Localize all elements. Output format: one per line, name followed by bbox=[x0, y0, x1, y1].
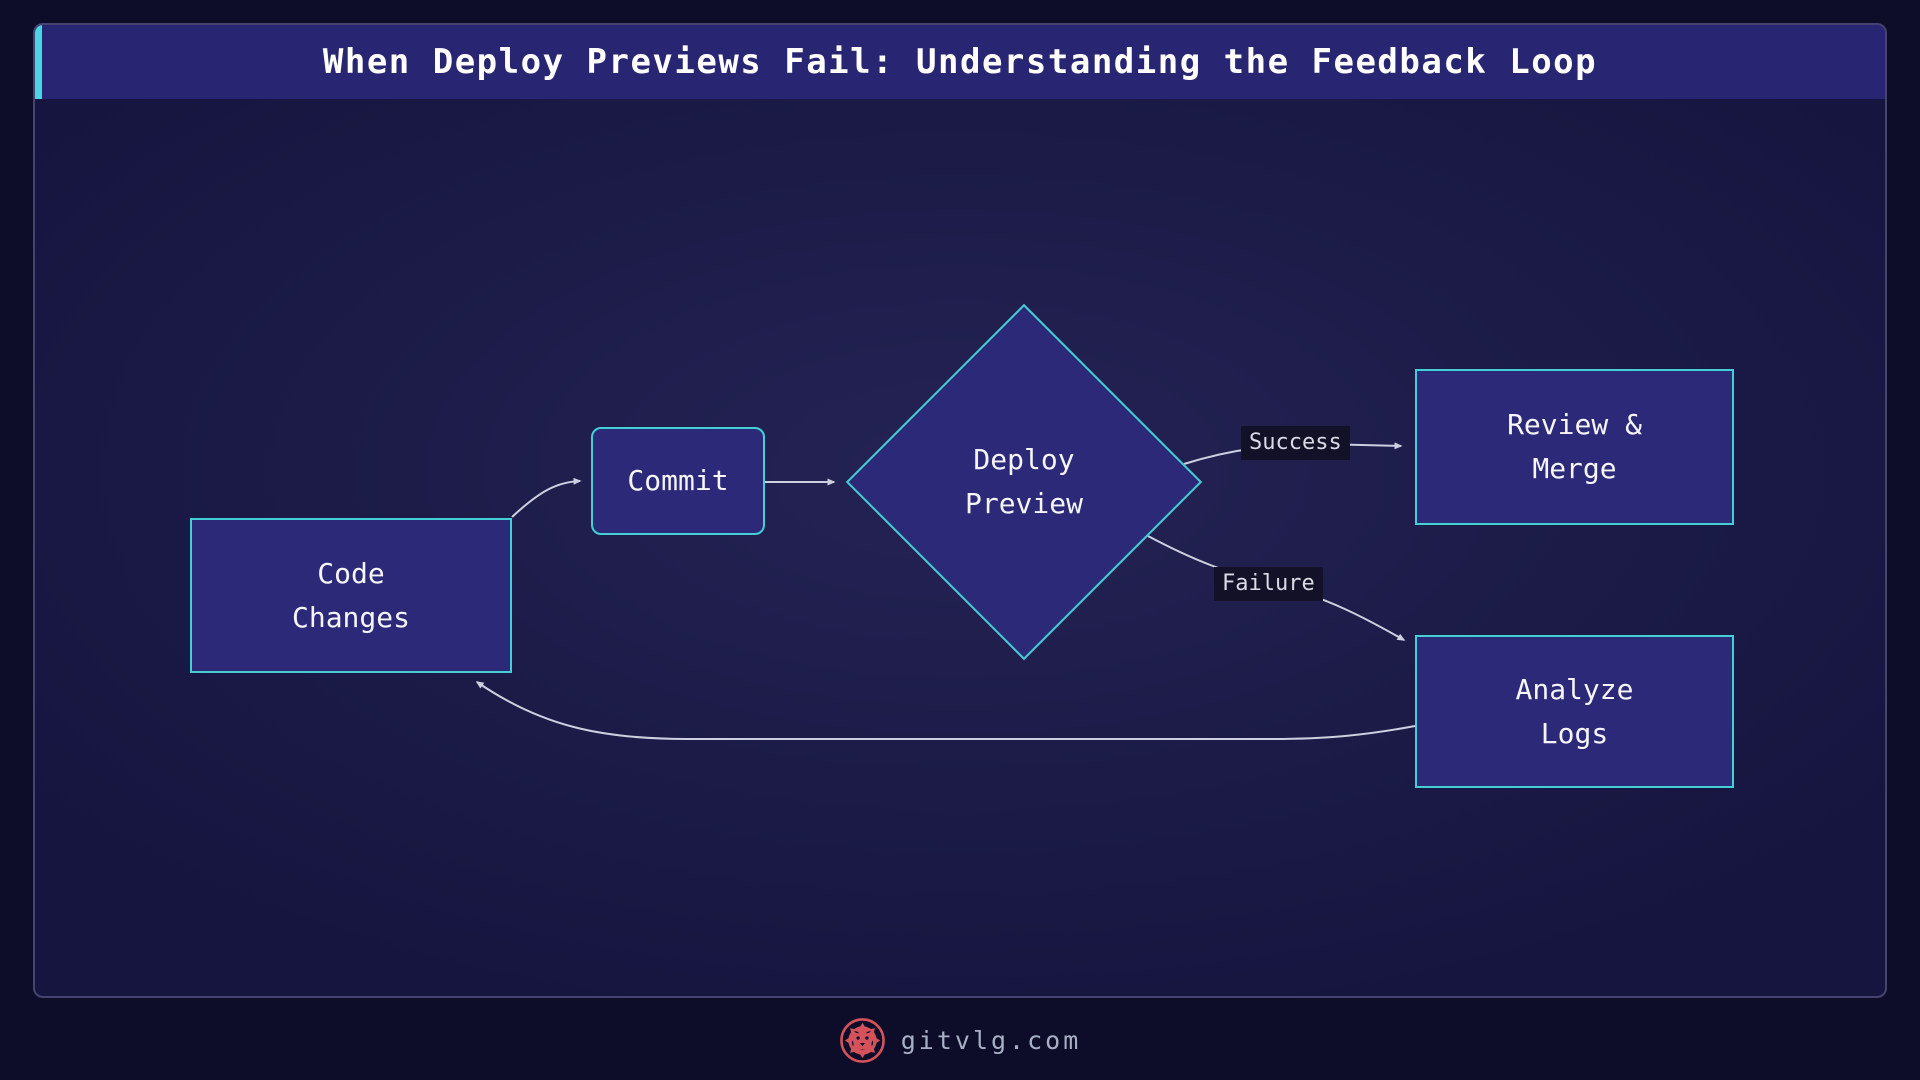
edge-label-failure: Failure bbox=[1214, 567, 1323, 601]
edge-code-to-commit bbox=[511, 477, 582, 518]
node-code-changes-label-line2: Changes bbox=[291, 600, 410, 634]
node-review-merge-label-line2: Merge bbox=[1532, 452, 1617, 485]
node-code-changes-label-line1: Code bbox=[317, 556, 385, 590]
node-review-merge: Review & Merge bbox=[1415, 369, 1734, 525]
title-accent-bar bbox=[35, 25, 42, 99]
node-analyze-logs: Analyze Logs bbox=[1415, 635, 1734, 788]
lion-logo-icon bbox=[839, 1017, 885, 1063]
node-commit: Commit bbox=[591, 427, 765, 535]
flowchart-panel: Code Changes Commit Deploy Preview Revie… bbox=[33, 23, 1887, 998]
node-deploy-preview-label-line2: Preview bbox=[964, 487, 1083, 520]
node-analyze-logs-label-line1: Analyze bbox=[1515, 672, 1634, 706]
footer: gitvlg.com bbox=[0, 1000, 1920, 1080]
edge-analyze-to-code bbox=[475, 681, 1416, 740]
page-title: When Deploy Previews Fail: Understanding… bbox=[322, 42, 1598, 82]
title-bar: When Deploy Previews Fail: Understanding… bbox=[35, 25, 1885, 99]
node-commit-label: Commit bbox=[627, 464, 729, 497]
node-review-merge-label-line1: Review & bbox=[1507, 408, 1642, 441]
node-deploy-preview-label-line1: Deploy bbox=[973, 443, 1075, 476]
node-analyze-logs-label-line2: Logs bbox=[1540, 716, 1609, 750]
footer-site-text: gitvlg.com bbox=[900, 1025, 1082, 1055]
node-deploy-preview-label: Deploy Preview bbox=[924, 438, 1124, 526]
edge-label-success: Success bbox=[1241, 426, 1350, 460]
diagram-canvas: Code Changes Commit Deploy Preview Revie… bbox=[35, 25, 1885, 996]
node-code-changes: Code Changes bbox=[190, 518, 512, 673]
